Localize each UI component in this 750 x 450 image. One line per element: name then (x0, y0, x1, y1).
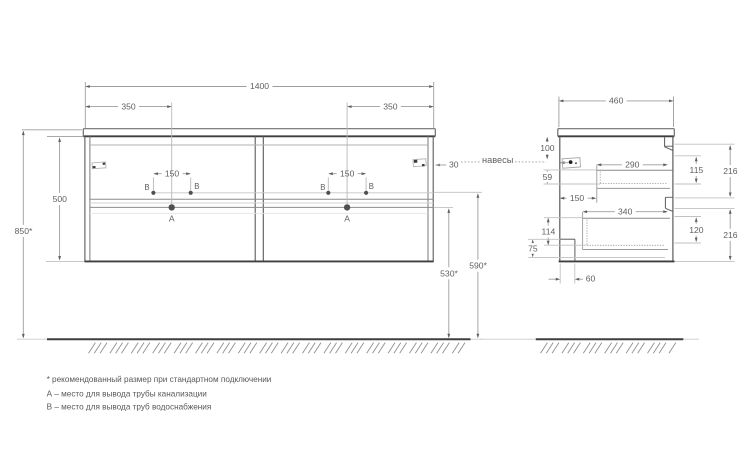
svg-text:B: B (194, 182, 199, 191)
svg-text:* рекомендованный размер при с: * рекомендованный размер при стандартном… (47, 375, 272, 384)
svg-text:216: 216 (723, 166, 738, 176)
svg-text:100: 100 (540, 143, 555, 153)
svg-text:115: 115 (690, 165, 704, 175)
svg-text:A: A (169, 214, 175, 224)
svg-text:B: B (320, 183, 325, 192)
svg-text:530*: 530* (440, 268, 458, 278)
svg-text:150: 150 (165, 168, 180, 178)
svg-text:В – место для вывода труб водо: В – место для вывода труб водоснабжения (47, 403, 212, 412)
svg-text:850*: 850* (15, 226, 33, 236)
svg-text:А – место для вывода трубы кан: А – место для вывода трубы канализации (47, 390, 207, 399)
svg-text:B: B (369, 182, 374, 191)
svg-text:114: 114 (542, 227, 556, 237)
svg-text:60: 60 (586, 273, 596, 283)
svg-text:350: 350 (383, 101, 398, 111)
svg-text:590*: 590* (469, 261, 487, 271)
svg-text:A: A (344, 214, 350, 224)
svg-text:216: 216 (723, 230, 738, 240)
svg-text:навесы: навесы (482, 155, 513, 165)
svg-text:59: 59 (543, 172, 553, 182)
svg-text:350: 350 (121, 101, 136, 111)
svg-text:290: 290 (625, 160, 640, 170)
svg-text:1400: 1400 (250, 81, 269, 91)
svg-text:150: 150 (570, 193, 585, 203)
svg-text:30: 30 (449, 160, 459, 170)
svg-text:150: 150 (340, 168, 355, 178)
svg-text:75: 75 (528, 243, 538, 253)
svg-text:500: 500 (53, 194, 68, 204)
svg-text:120: 120 (689, 225, 704, 235)
svg-text:460: 460 (609, 96, 624, 106)
svg-text:B: B (144, 183, 149, 192)
svg-text:340: 340 (618, 206, 633, 216)
